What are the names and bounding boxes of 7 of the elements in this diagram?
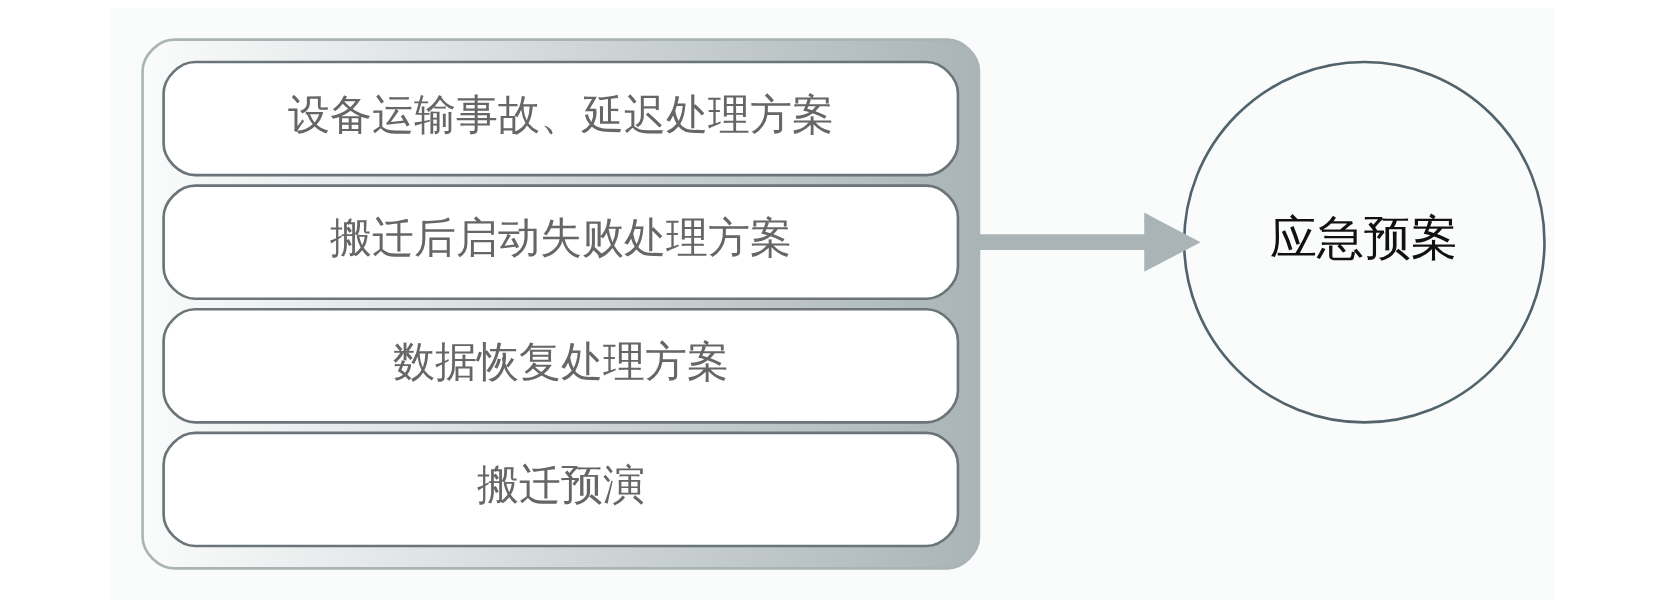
node-box: 数据恢复处理方案	[162, 307, 960, 424]
arrow	[979, 212, 1201, 272]
node-circle: 应急预案	[1182, 60, 1546, 424]
node-box: 搬迁预演	[162, 431, 960, 548]
cluster	[141, 38, 981, 570]
node-box: 搬迁后启动失败处理方案	[162, 184, 960, 301]
node-box: 设备运输事故、延迟处理方案	[162, 60, 960, 177]
